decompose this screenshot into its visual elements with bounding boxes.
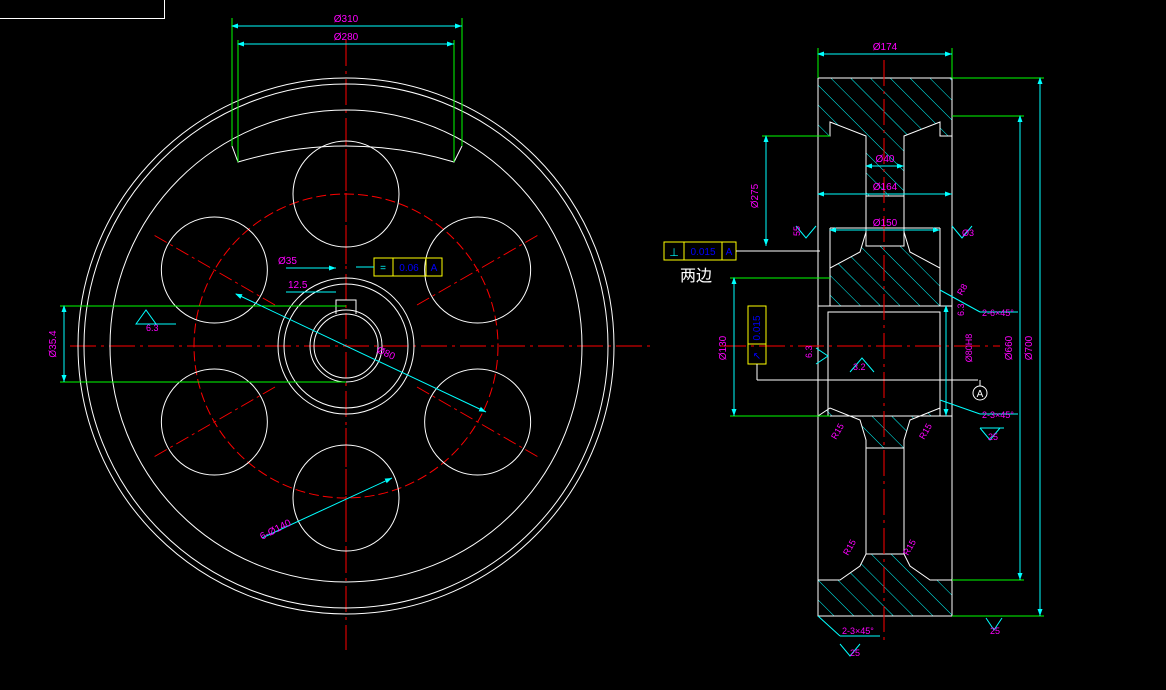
roughness-text-25-c: 25: [990, 626, 1000, 636]
roughness-25-c: [985, 617, 1003, 631]
hole-center-line-5: [153, 386, 276, 458]
chamfer-leader-3: [817, 615, 841, 637]
datum-label: A: [977, 389, 984, 400]
dim-text-164: Ø164: [873, 182, 898, 193]
dim-text-bore: Ø80H8: [964, 334, 974, 363]
side-outline: [817, 77, 953, 617]
dim-text-32: 3.2: [853, 362, 866, 372]
roughness-right-top: [951, 225, 973, 239]
hole-center-line-6: [153, 234, 276, 306]
roughness-bore: [815, 347, 829, 365]
roughness-text-25-b: 25: [850, 648, 860, 658]
dim-text-280: Ø280: [334, 32, 359, 43]
dim-text-r15-2: R15: [917, 422, 934, 441]
note-both-sides: 两边: [680, 266, 713, 285]
dim-line-holes: [261, 477, 393, 539]
rim-inner-circle: [109, 109, 583, 583]
dim-text-r15-1: R15: [829, 422, 846, 441]
roughness-text-25-a: 25: [988, 432, 998, 442]
dim-text-275: Ø275: [750, 183, 761, 208]
side-view: Ø174 Ø40 Ø164 Ø150 Ø275 55 Ø3 ⊥ 0.015 A: [663, 42, 1044, 658]
hole-6: [160, 216, 268, 324]
dim-text-35-4: Ø35.4: [48, 330, 59, 358]
tol-value-side: 0.015: [690, 247, 715, 258]
roughness-text-right-top: Ø3: [962, 228, 974, 238]
dim-text-130: Ø130: [718, 335, 729, 360]
dim-text-holes: 6-Ø140: [258, 518, 293, 543]
dim-text-80: Ø80: [375, 345, 397, 363]
rim-notch: [231, 145, 463, 163]
roughness-32: [849, 357, 875, 373]
tol-symbol-side: ⊥: [669, 247, 679, 259]
dim-text-660: Ø660: [1004, 335, 1015, 360]
roughness-text-left: 6.3: [146, 323, 159, 333]
section-hub-bottom: [816, 407, 952, 449]
chamfer-leader-1: [939, 289, 981, 313]
runout-value: 0.015: [752, 315, 763, 340]
tol-symbol-front: =: [380, 263, 386, 274]
dim-text-174: Ø174: [873, 42, 898, 53]
runout-symbol: ↗: [752, 352, 763, 360]
chamfer-leader-2: [939, 399, 981, 415]
outer-rim-inner-circle: [83, 83, 609, 609]
dim-text-r8: R8: [955, 282, 969, 297]
title-block-corner: [0, 0, 165, 19]
hole-5: [160, 368, 268, 476]
dim-text-700: Ø700: [1024, 335, 1035, 360]
dim-text-150: Ø150: [873, 218, 898, 229]
outer-rim-circle: [77, 77, 615, 615]
roughness-25-b: [839, 643, 861, 657]
hole-center-line-2: [416, 234, 539, 306]
dim-line-80: [235, 293, 487, 413]
dim-text-12-5: 12.5: [288, 280, 308, 291]
tol-value-front: 0.06: [399, 263, 419, 274]
roughness-symbol-left: [135, 309, 157, 325]
chamfer-text-1: 2-6×45°: [982, 308, 1014, 318]
dim-text-55: 55: [792, 226, 802, 236]
hole-4: [292, 444, 400, 552]
tol-datum-front: A: [431, 263, 438, 274]
dim-text-63: 6.3: [804, 345, 814, 358]
chamfer-text-3: 2-3×45°: [842, 626, 874, 636]
dim-text-310: Ø310: [334, 14, 359, 25]
dim-text-63b: 6.3: [956, 303, 966, 316]
section-hub-top: [818, 231, 952, 307]
roughness-55: [795, 225, 817, 239]
tol-datum-side: A: [726, 247, 733, 258]
hole-center-line-3: [416, 386, 539, 458]
section-rim-top: [817, 77, 953, 197]
section-rim-bottom: [817, 553, 953, 617]
dim-text-35: Ø35: [278, 256, 297, 267]
chamfer-text-2: 2-3×45°: [982, 410, 1014, 420]
roughness-25-a: [979, 427, 1001, 441]
dim-text-r15-3: R15: [841, 538, 858, 557]
hole-1: [292, 140, 400, 248]
dim-text-40: Ø40: [876, 154, 895, 165]
front-view: Ø310 Ø280 Ø35 12.5 = 0.06 A Ø35.4 6.3: [48, 14, 655, 650]
